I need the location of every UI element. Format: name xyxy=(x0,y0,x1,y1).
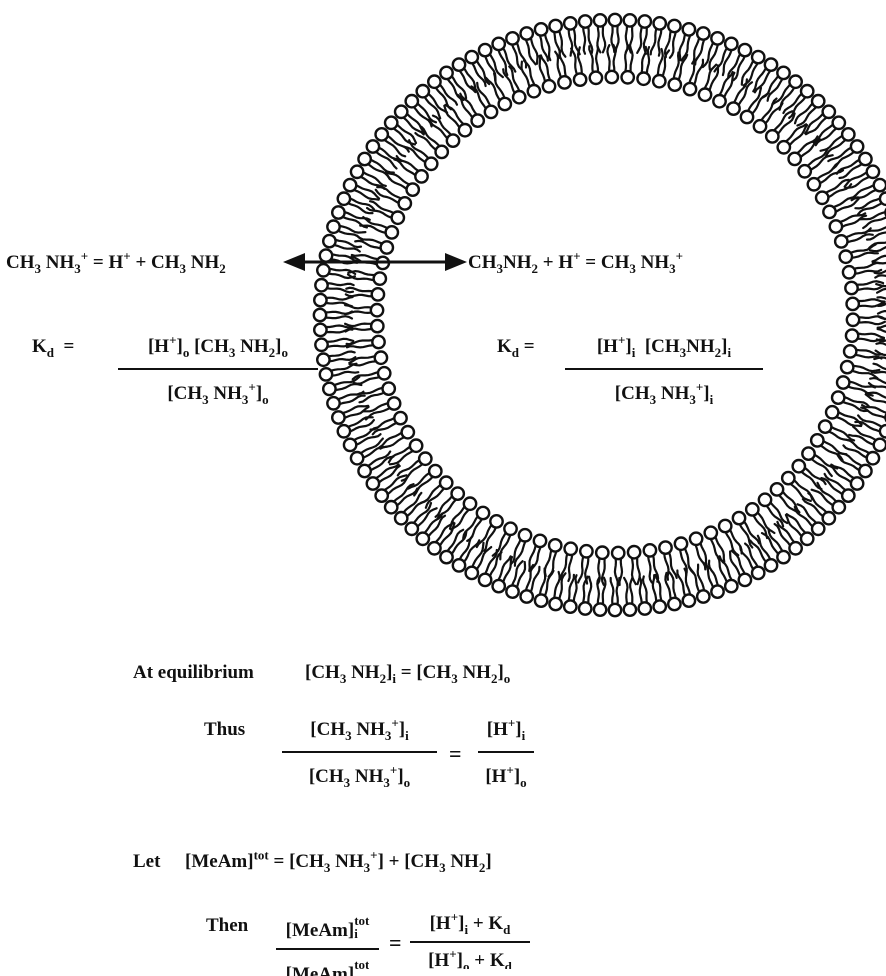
kd-outside-numerator: [H+]o [CH3 NH2]o xyxy=(148,337,288,356)
thus-fraction-right: [H+]i [H+]o xyxy=(478,720,534,786)
outer-lipid xyxy=(786,514,814,545)
kd-outside-fraction: [H+]o [CH3 NH2]o [CH3 NH3+]o xyxy=(118,337,318,403)
inner-lipid xyxy=(353,367,391,384)
kd-outside-fraction-bar xyxy=(118,368,318,370)
kd-inside-lhs: Kd = xyxy=(497,337,539,356)
thus-fraction-bar-left xyxy=(282,751,437,753)
outer-lipid xyxy=(828,140,863,168)
inner-lipid xyxy=(555,51,571,89)
equilibrium-expression: [CH3 NH2]i = [CH3 NH2]o xyxy=(305,663,510,682)
thus-equals: = xyxy=(449,743,462,765)
outer-lipid xyxy=(639,576,651,614)
outer-lipid xyxy=(821,474,854,502)
outer-lipid xyxy=(653,575,666,613)
arrow-head-right xyxy=(445,253,467,271)
diffusion-arrow xyxy=(283,253,467,271)
outer-lipid xyxy=(395,106,425,135)
outer-lipid xyxy=(750,536,777,572)
outer-lipid xyxy=(440,67,466,100)
outer-lipid xyxy=(417,85,448,118)
outer-lipid xyxy=(376,128,409,156)
inner-lipid xyxy=(637,47,649,85)
outer-lipid xyxy=(594,14,606,52)
thus-label: Thus xyxy=(204,720,245,739)
equilibrium-label: At equilibrium xyxy=(133,663,254,682)
reaction-inside: CH3NH2 + H+ = CH3 NH3+ xyxy=(468,253,683,272)
then-fraction-right: [H+]i + Kd [H+]o + Kd xyxy=(410,914,530,969)
outer-lipid xyxy=(795,95,824,126)
inner-lipid xyxy=(522,61,541,98)
outer-lipid xyxy=(594,578,606,616)
inner-lipid xyxy=(346,288,384,301)
outer-lipid xyxy=(315,279,353,292)
inner-lipid xyxy=(355,236,393,254)
outer-lipid xyxy=(428,76,457,110)
inner-lipid xyxy=(659,541,676,579)
thus-fraction-bar-right xyxy=(478,751,534,753)
inner-lipid xyxy=(606,45,618,83)
kd-inside-denominator: [CH3 NH3+]i xyxy=(615,384,713,403)
then-denominator-left: [MeAm]toto xyxy=(286,958,370,976)
kd-outside-lhs: Kd = xyxy=(32,337,79,356)
outer-lipid xyxy=(440,530,466,564)
inner-leaflet xyxy=(345,45,885,585)
reaction-outside: CH3 NH3+ = H+ + CH3 NH2 xyxy=(6,253,226,272)
kd-outside-denominator: [CH3 NH3+]o xyxy=(167,384,268,403)
outer-lipid xyxy=(453,536,480,572)
outer-lipid xyxy=(651,17,666,56)
then-label: Then xyxy=(206,916,248,935)
then-denominator-right: [H+]o + Kd xyxy=(428,951,512,969)
outer-leaflet xyxy=(314,14,886,616)
kd-inside-fraction-bar xyxy=(565,368,763,370)
inner-lipid xyxy=(843,263,881,279)
inner-lipid xyxy=(847,314,885,326)
outer-lipid xyxy=(385,117,416,145)
outer-lipid xyxy=(805,106,835,135)
outer-lipid xyxy=(878,324,886,336)
outer-lipid xyxy=(869,235,886,251)
then-numerator-right: [H+]i + Kd xyxy=(430,914,511,933)
kd-inside-fraction: [H+]i [CH3NH2]i [CH3 NH3+]i xyxy=(565,337,763,403)
arrow-head-left xyxy=(283,253,305,271)
then-equals: = xyxy=(389,932,402,954)
outer-lipid xyxy=(795,504,825,535)
then-fraction-bar-right xyxy=(410,941,530,943)
inner-lipid xyxy=(847,298,885,310)
inner-lipid xyxy=(421,477,452,508)
thus-denominator-left: [CH3 NH3+]o xyxy=(309,767,410,786)
thus-numerator-right: [H+]i xyxy=(487,720,525,739)
outer-lipid xyxy=(775,522,802,555)
outer-lipid xyxy=(367,464,400,489)
thus-numerator-left: [CH3 NH3+]i xyxy=(310,720,408,739)
inner-lipid xyxy=(404,140,438,170)
let-label: Let xyxy=(133,852,160,871)
outer-lipid xyxy=(855,193,886,215)
inner-lipid xyxy=(622,45,634,83)
then-fraction-bar-left xyxy=(276,948,379,950)
outer-lipid xyxy=(564,575,577,613)
inner-lipid xyxy=(628,546,640,584)
kd-inside-numerator: [H+]i [CH3NH2]i xyxy=(597,337,731,356)
outer-lipid xyxy=(406,503,437,535)
inner-lipid xyxy=(653,49,669,87)
outer-lipid xyxy=(549,20,565,58)
let-expression: [MeAm]tot = [CH3 NH3+] + [CH3 NH2] xyxy=(185,852,492,871)
outer-lipid xyxy=(579,577,591,615)
outer-lipid xyxy=(549,572,565,610)
thus-denominator-right: [H+]o xyxy=(485,767,526,786)
outer-lipid xyxy=(763,67,790,101)
outer-lipid xyxy=(417,514,445,546)
inner-lipid xyxy=(345,304,383,316)
thus-fraction-left: [CH3 NH3+]i [CH3 NH3+]o xyxy=(282,720,437,786)
inner-lipid xyxy=(846,329,884,341)
outer-lipid xyxy=(385,484,417,513)
